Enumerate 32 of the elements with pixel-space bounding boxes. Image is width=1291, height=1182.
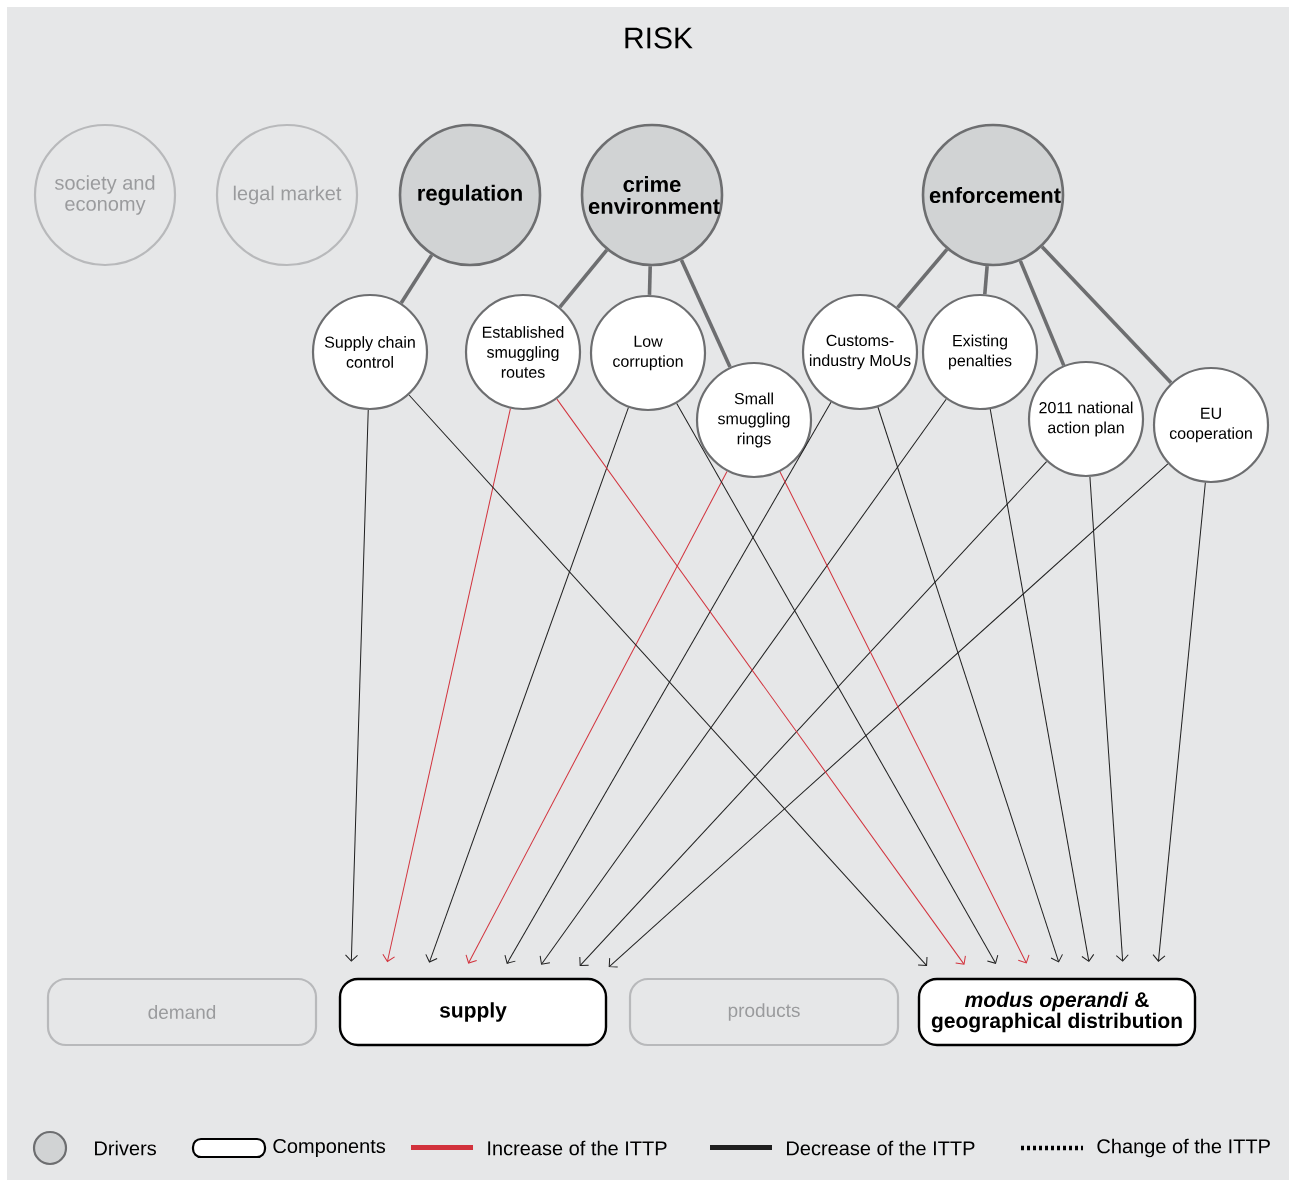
- arrow: [1089, 476, 1129, 962]
- arrow: [779, 471, 1030, 964]
- arrow: [676, 403, 999, 964]
- connector-line: [558, 248, 609, 309]
- legend-label: Drivers: [95, 1140, 156, 1156]
- arrow: [425, 407, 629, 963]
- arrow: [504, 401, 832, 964]
- arrow: [1152, 482, 1206, 962]
- connector-line: [896, 248, 949, 309]
- legend-label: Decrease of the ITTP: [787, 1140, 975, 1156]
- component-box: supply: [338, 977, 608, 1047]
- arrow: [989, 408, 1095, 962]
- legend-label: Components: [273, 1138, 386, 1158]
- arrow: [877, 406, 1063, 963]
- connector-line: [679, 259, 732, 368]
- connector-line: [647, 266, 652, 295]
- arrow: [465, 470, 728, 964]
- arrow: [382, 408, 511, 962]
- connector-line: [983, 265, 989, 295]
- component-box: modus operandi & geographical distribution: [917, 977, 1197, 1047]
- diagram-title: RISK: [625, 27, 693, 49]
- arrow: [408, 394, 928, 966]
- arrow: [345, 409, 369, 962]
- arrow: [608, 463, 1169, 968]
- connector-line: [399, 254, 434, 304]
- component-box: demand: [46, 977, 318, 1047]
- arrow: [579, 461, 1048, 967]
- connector-line: [1040, 245, 1173, 385]
- component-box: products: [628, 977, 900, 1047]
- legend-label: Increase of the ITTP: [488, 1140, 667, 1156]
- connector-line: [1018, 260, 1066, 367]
- legend-label: Change of the ITTP: [1097, 1138, 1270, 1158]
